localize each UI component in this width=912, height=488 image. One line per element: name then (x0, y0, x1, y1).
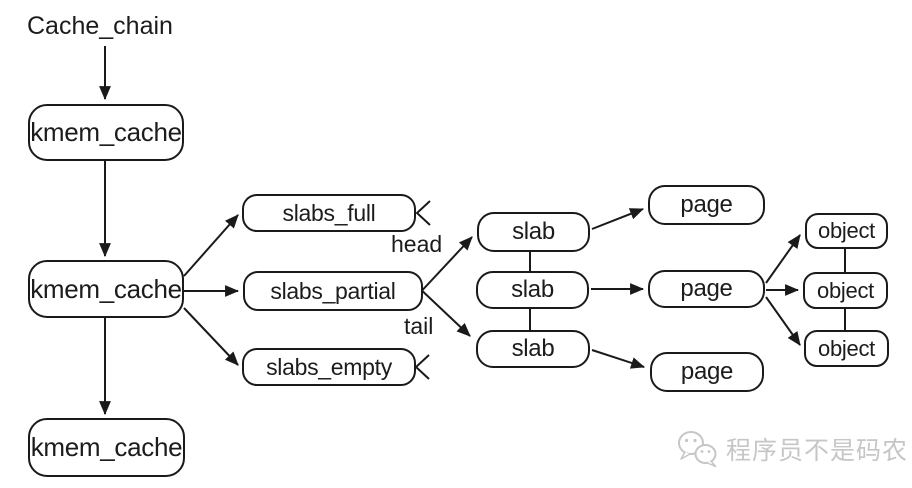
node-slab-head: slab (477, 212, 590, 252)
edge-page2-to-object1 (765, 234, 801, 284)
edge-page2-to-object3 (765, 296, 801, 346)
node-kmem-cache-bottom: kmem_cache (28, 418, 185, 477)
node-object-middle: object (803, 272, 888, 309)
list-end-marker-slabsfull (415, 200, 431, 226)
edge-head-to-slab1 (415, 236, 473, 298)
edge-tail-to-slab3 (415, 284, 471, 337)
edge-slab1-to-page1 (591, 208, 645, 230)
node-slab-middle: slab (476, 271, 589, 309)
node-object-bottom: object (804, 330, 889, 367)
node-page-top: page (648, 185, 765, 225)
list-end-marker-slabsempty (414, 354, 430, 380)
node-slabs-empty: slabs_empty (242, 348, 416, 386)
node-object-top: object (805, 213, 888, 249)
node-kmem-cache-middle: kmem_cache (28, 260, 184, 318)
cache-chain-label: Cache_chain (27, 12, 173, 40)
node-page-middle: page (648, 270, 765, 308)
edge-kmem2-to-slabsfull (183, 214, 239, 277)
node-slabs-full: slabs_full (242, 194, 416, 232)
tail-edge-label: tail (404, 313, 434, 339)
node-kmem-cache-top: kmem_cache (28, 104, 184, 161)
node-slabs-partial: slabs_partial (243, 271, 423, 311)
node-page-bottom: page (650, 352, 764, 392)
node-slab-tail: slab (476, 330, 590, 368)
watermark-text: 程序员不是码农 (726, 437, 909, 465)
edge-kmem2-to-slabsempty (183, 307, 239, 366)
edge-slab3-to-page3 (591, 349, 646, 369)
wechat-icon (676, 429, 720, 469)
watermark: 程序员不是码农 (676, 429, 908, 469)
head-edge-label: head (391, 231, 443, 257)
